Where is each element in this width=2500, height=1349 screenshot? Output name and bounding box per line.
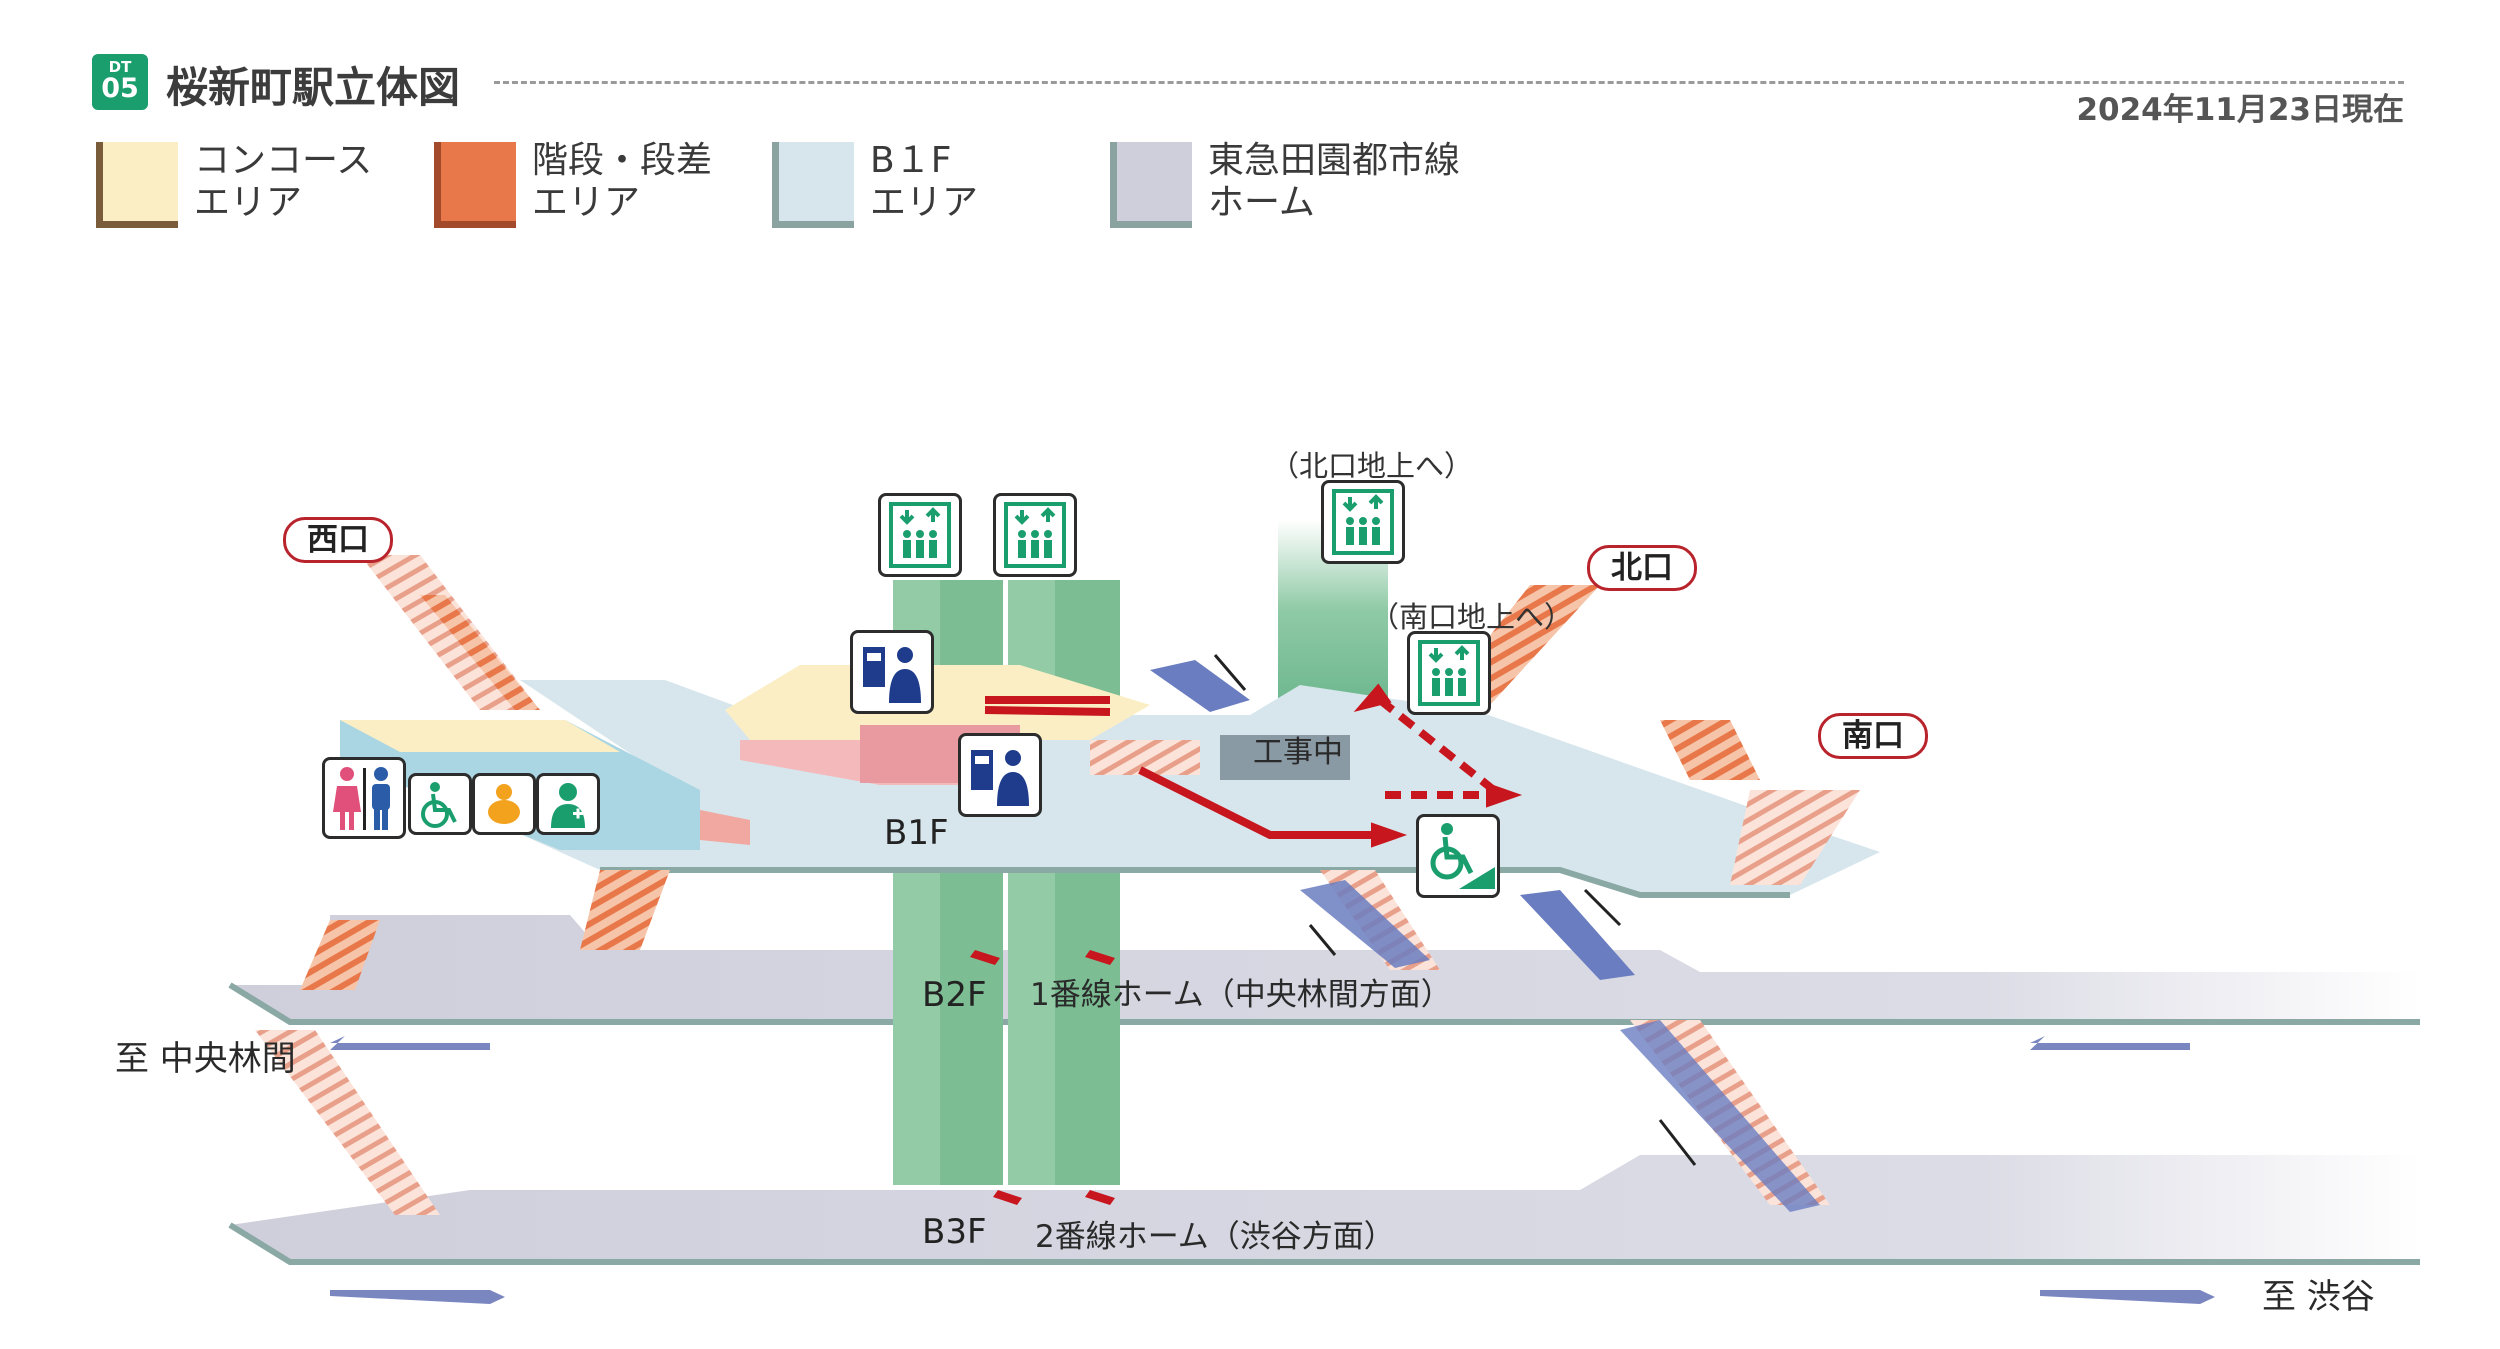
elevator-icon <box>878 493 962 577</box>
elevator-icon <box>1321 480 1405 564</box>
floor-label-b3f: B3F <box>922 1212 987 1252</box>
direction-chuo-rinkan: 至 中央林間 <box>115 1039 296 1079</box>
direction-shibuya: 至 渋谷 <box>2262 1277 2375 1317</box>
platform1-label: 1番線ホーム（中央林間方面） <box>1030 977 1452 1013</box>
legend-label: 階段・段差 <box>532 140 713 181</box>
elevator-icon <box>1407 631 1491 715</box>
train-direction-arrows <box>330 1036 2215 1304</box>
legend-label: エリア <box>532 182 641 223</box>
exit-west: 西口 <box>283 517 393 563</box>
elevator-note-south: （南口地上へ） <box>1370 600 1574 634</box>
wheelchair-ramp-icon <box>1416 814 1500 898</box>
legend-label: B１F <box>870 140 952 181</box>
b3f-platform <box>228 1155 2420 1265</box>
legend-swatch-platform <box>1110 142 1192 228</box>
as-of-date: 2024年11月23日現在 <box>2076 92 2404 128</box>
accessible-restroom-icon <box>408 773 472 835</box>
transfer-markers <box>970 950 1115 1205</box>
ticket-office-icon <box>850 630 934 714</box>
station-number: 05 <box>101 73 139 104</box>
floor-label-b1f: B1F <box>884 813 949 853</box>
platform2-label: 2番線ホーム（渋谷方面） <box>1035 1219 1395 1255</box>
construction-label: 工事中 <box>1253 735 1343 770</box>
page-title: 桜新町駅立体図 <box>166 63 461 112</box>
legend-label: 東急田園都市線 <box>1208 140 1461 181</box>
legend-swatch-concourse <box>96 142 178 228</box>
legend-label: ホーム <box>1208 182 1315 223</box>
floor-label-b2f: B2F <box>922 975 987 1015</box>
restroom-icon <box>322 757 406 839</box>
elevator-icon <box>993 493 1077 577</box>
legend-swatch-stairs <box>434 142 516 228</box>
accessible-route <box>984 683 1523 848</box>
legend-label: エリア <box>194 182 303 223</box>
escalators <box>1150 660 1820 1212</box>
station-number-badge: DT 05 <box>92 54 148 110</box>
b2f-platform <box>228 915 2420 1025</box>
baby-care-icon <box>472 773 536 835</box>
legend-label: エリア <box>870 182 979 223</box>
title-divider <box>494 81 2404 84</box>
legend-swatch-b1f <box>772 142 854 228</box>
exit-south: 南口 <box>1818 713 1928 759</box>
legend-label: コンコース <box>194 140 373 181</box>
exit-north: 北口 <box>1587 545 1697 591</box>
escalator-arrows <box>1213 654 1697 1166</box>
elevator-note-north: （北口地上へ） <box>1270 449 1474 483</box>
first-aid-icon <box>536 773 600 835</box>
ticket-office-icon <box>958 733 1042 817</box>
line-code: DT <box>108 58 132 76</box>
